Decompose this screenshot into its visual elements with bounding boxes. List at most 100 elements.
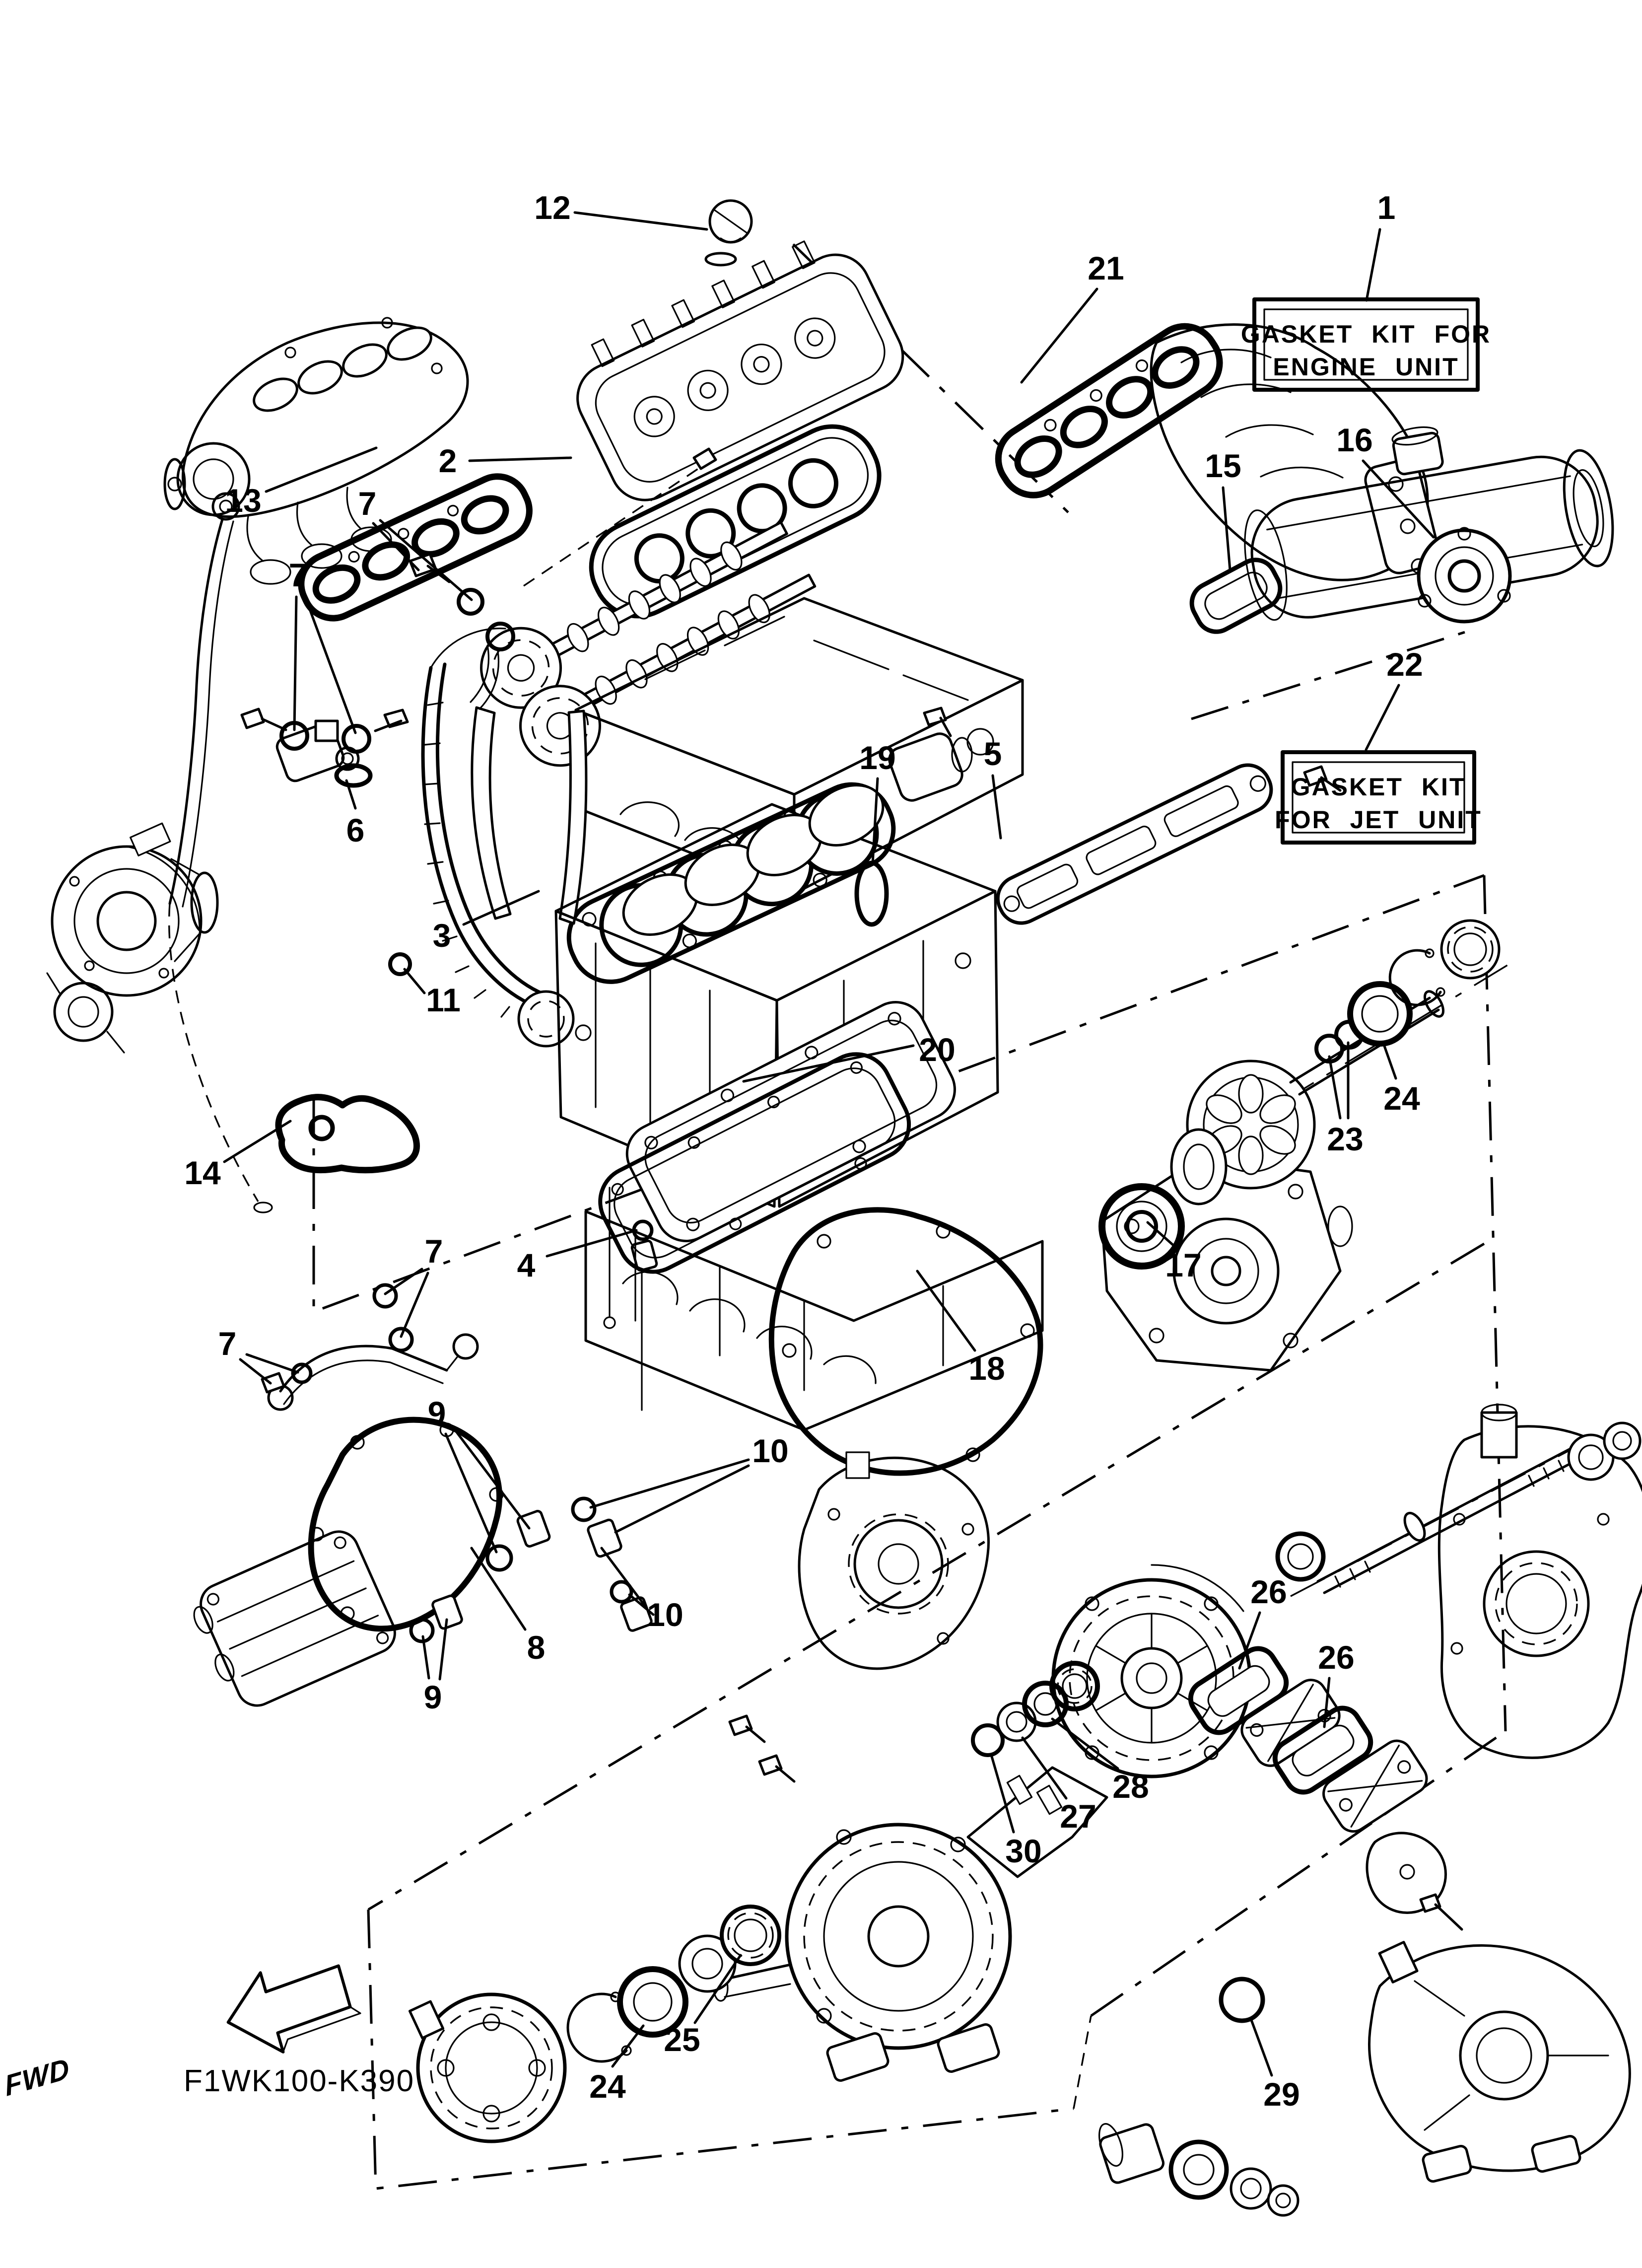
callout-label-29: 29 (1263, 2076, 1300, 2113)
engine-kit-box: GASKET KIT FOR ENGINE UNIT (1241, 297, 1491, 392)
o-ring-29-drawing (1219, 1977, 1265, 2023)
oil-seal-24-drawing (1347, 981, 1413, 1047)
leader-line-10 (628, 1593, 655, 1616)
callout-label-1: 1 (1377, 189, 1396, 226)
callout-label-19: 19 (859, 739, 895, 776)
leader-line-19 (871, 777, 879, 865)
callout-label-16: 16 (1336, 422, 1372, 458)
dipstick-tube-drawing (168, 492, 273, 1213)
callout-label-4: 4 (517, 1247, 536, 1283)
callout-label-11: 11 (426, 982, 461, 1018)
leader-line-24 (611, 2024, 645, 2068)
timing-chain-drawing (421, 628, 588, 1048)
figure-part-code: F1WK100-K390 (184, 2064, 414, 2098)
callout-label-9: 9 (428, 1395, 446, 1431)
fwd-label: FWD (3, 2052, 72, 2103)
leader-line-26 (1238, 1611, 1261, 1670)
callout-label-10: 10 (752, 1432, 788, 1469)
leader-line-14 (223, 1120, 292, 1163)
leader-line-23 (1328, 1055, 1342, 1120)
fwd-arrow-icon: FWD (3, 1964, 361, 2103)
exhaust-gasket-5-drawing (996, 763, 1273, 925)
leader-line-10 (589, 1458, 750, 1509)
leader-line-7 (372, 522, 420, 571)
crankcase-drawing (584, 1210, 1044, 1431)
leader-line-16 (1362, 459, 1435, 539)
intermediate-housing-drawing (713, 1714, 1108, 2082)
callout-label-25: 25 (664, 2021, 700, 2058)
jet-gasket-26b-drawing (1272, 1705, 1373, 1795)
muffler-gasket-15-drawing (1189, 558, 1283, 634)
leader-line-29 (1249, 2017, 1273, 2077)
leader-line-28 (1051, 1717, 1119, 1770)
intake-manifold-drawing (163, 317, 469, 585)
gasket-5-bolt-drawing (1303, 765, 1342, 792)
leader-line-10 (614, 1464, 750, 1534)
leader-line-11 (403, 968, 426, 994)
leader-line-7 (245, 1353, 299, 1374)
leader-line-13 (265, 446, 378, 493)
jet-plate-b-drawing (1322, 1739, 1428, 1833)
pump-bracket-drawing (1098, 1941, 1631, 2217)
callout-label-26: 26 (1318, 1639, 1354, 1676)
leader-line-7 (303, 594, 357, 734)
leader-line-24 (1382, 1043, 1397, 1080)
leader-line-9 (438, 1618, 448, 1681)
callout-label-7: 7 (358, 485, 377, 522)
callout-label-21: 21 (1088, 250, 1124, 286)
leader-line-27 (1021, 1736, 1068, 1800)
leader-line-8 (470, 1547, 527, 1631)
callout-label-7: 7 (218, 1325, 237, 1362)
leader-line-10 (600, 1547, 648, 1609)
leader-line-7 (384, 1268, 423, 1295)
leader-line-3 (462, 890, 540, 926)
oil-seal-17-drawing (1098, 1183, 1185, 1270)
callout-numbers-layer: 1234567777899101011121314151617181920212… (184, 189, 1423, 2113)
leader-line-22 (1365, 684, 1400, 751)
exhaust-manifold-drawing (1150, 323, 1440, 581)
driveshaft-drawing (1275, 1421, 1642, 1597)
jet-kit-box-line2: FOR JET UNIT (1275, 806, 1482, 834)
leader-line-9 (453, 1427, 531, 1530)
callout-label-15: 15 (1205, 447, 1241, 484)
callout-label-5: 5 (984, 735, 1002, 772)
callout-label-7: 7 (425, 1233, 443, 1270)
callout-label-24: 24 (589, 2068, 626, 2105)
leader-line-2 (468, 456, 572, 462)
leader-line-17 (1146, 1221, 1176, 1248)
callout-label-20: 20 (919, 1031, 955, 1068)
leader-line-6 (345, 779, 357, 810)
leader-line-20 (742, 1044, 915, 1083)
leader-line-26 (1323, 1677, 1331, 1728)
thermostat-19-drawing (854, 707, 973, 927)
impeller-seal-rings-drawing (971, 1661, 1100, 1757)
crankcase-cover-gasket-18-drawing (768, 1207, 1043, 1476)
valve-cover-drawing (576, 240, 904, 501)
oil-pan-gasket-20-drawing (598, 1052, 911, 1274)
callout-label-26: 26 (1250, 1573, 1287, 1610)
gasket-14-drawing (275, 1094, 420, 1174)
leader-line-9 (421, 1635, 430, 1680)
leader-line-18 (916, 1270, 976, 1352)
leader-line-1 (1365, 228, 1381, 302)
leader-line-7 (400, 1272, 429, 1338)
leader-line-30 (990, 1755, 1015, 1834)
callout-label-30: 30 (1005, 1833, 1041, 1869)
leader-line-7 (379, 519, 473, 601)
starter-clutch-drawing (798, 1451, 990, 1670)
callout-label-22: 22 (1386, 646, 1423, 683)
generator-cover-drawing (1437, 1404, 1642, 1759)
coupling-drawing (1170, 957, 1519, 1205)
oil-pipe-lower-7-drawing (261, 1283, 479, 1411)
callout-label-27: 27 (1060, 1798, 1096, 1835)
jet-bracket-bolt-drawing (1366, 1832, 1463, 1931)
engine-kit-box-line1: GASKET KIT FOR (1241, 320, 1491, 348)
callout-label-7: 7 (289, 557, 307, 593)
engine-kit-box-line2: ENGINE UNIT (1273, 353, 1459, 381)
oil-filler-cap-12-drawing (704, 199, 753, 267)
leader-lines-layer (223, 211, 1435, 2077)
callout-label-28: 28 (1112, 1768, 1149, 1805)
camshafts-drawing (480, 521, 817, 767)
leader-line-12 (573, 211, 708, 231)
